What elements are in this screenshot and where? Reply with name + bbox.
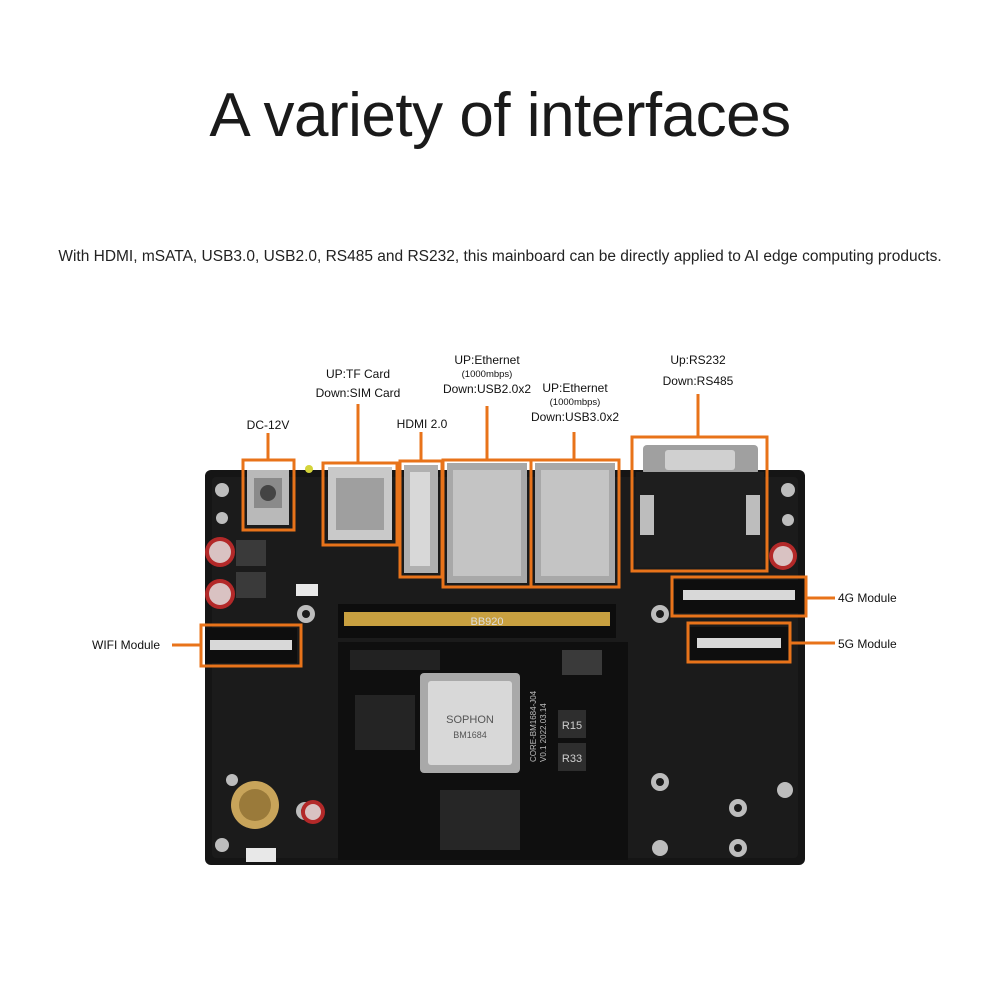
capacitors	[205, 537, 797, 824]
label-eth2: UP:Ethernet (1000mbps) Down:USB3.0x2	[530, 381, 620, 424]
soc-model-text: BM1684	[453, 730, 487, 740]
callout-boxes	[199, 435, 808, 668]
label-rs232-rs485: Up:RS232 Down:RS485	[662, 353, 734, 388]
page-subtitle: With HDMI, mSATA, USB3.0, USB2.0, RS485 …	[58, 248, 942, 265]
core-label-text: CORE-BM1684-J04	[529, 690, 538, 762]
soc-brand-text: SOPHON	[446, 714, 494, 726]
label-hdmi: HDMI 2.0	[396, 417, 448, 431]
page-title: A variety of interfaces	[209, 81, 791, 150]
tf-box	[321, 461, 399, 547]
label-dc: DC-12V	[246, 418, 290, 432]
label-tf-sim: UP:TF Card Down:SIM Card	[315, 367, 401, 400]
svg-text:R15: R15	[562, 720, 582, 732]
svg-text:R33: R33	[562, 753, 582, 765]
inductor-r33	[558, 743, 586, 771]
label-5g: 5G Module	[838, 637, 897, 651]
label-wifi: WIFI Module	[92, 638, 161, 652]
label-4g: 4G Module	[838, 591, 897, 605]
label-eth1: UP:Ethernet (1000mbps) Down:USB2.0x2	[442, 353, 532, 396]
core-date-text: V0.1 2022.03.14	[539, 703, 548, 762]
slot-code-text: BB920	[470, 616, 503, 628]
inductor-r15	[558, 710, 586, 738]
mounting-holes	[215, 483, 795, 857]
callout-lines	[172, 394, 835, 647]
